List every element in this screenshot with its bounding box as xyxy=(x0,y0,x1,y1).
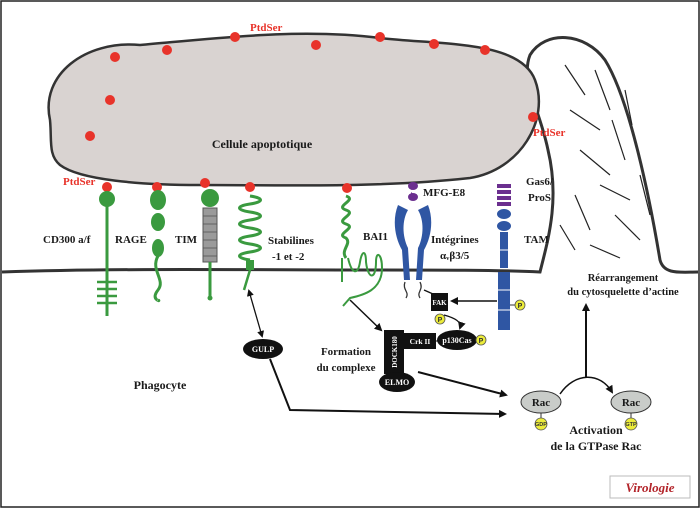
cd300-receptor xyxy=(97,191,117,316)
stabilines-receptor xyxy=(238,194,262,291)
ptdser-label-top: PtdSer xyxy=(250,22,283,34)
svg-text:P: P xyxy=(438,317,443,324)
gdp-label: GDP xyxy=(535,422,547,428)
p130cas-label: p130Cas xyxy=(442,336,471,345)
elmo-label: ELMO xyxy=(385,378,409,387)
dock180-box xyxy=(384,330,404,374)
fak-box xyxy=(431,293,448,311)
ptdser-dots xyxy=(85,32,538,193)
bai1-to-complex-arrow xyxy=(349,299,383,332)
dock180-label: DOCK180 xyxy=(391,336,399,368)
gas6-label-1: Gas6/ xyxy=(526,176,554,188)
complex-to-rac-arrow xyxy=(417,371,508,398)
actin-filaments xyxy=(559,64,651,259)
integrines-label-2: αᵥβ3/5 xyxy=(440,250,470,262)
crkii-box xyxy=(404,333,436,349)
phagocyte-label: Phagocyte xyxy=(134,378,187,392)
formation-label-1: Formation xyxy=(321,346,371,358)
gdp-badge xyxy=(534,417,548,431)
stabilines-label-1: Stabilines xyxy=(268,235,315,247)
stabilines-label-2: -1 et -2 xyxy=(272,251,305,263)
integrin-to-fak-line xyxy=(423,289,434,295)
rac-activation-arrow xyxy=(559,376,614,395)
gulp-ellipse xyxy=(243,339,283,359)
svg-text:P: P xyxy=(479,338,484,345)
elmo-ellipse xyxy=(379,372,415,392)
apoptotic-cell xyxy=(47,32,541,187)
tim-label: TIM xyxy=(175,234,198,246)
gulp-label: GULP xyxy=(252,345,274,354)
gas6-label-2: ProS xyxy=(528,192,551,204)
ptdser-label-right: PtdSer xyxy=(533,127,566,139)
mfge8-label: MFG-E8 xyxy=(423,187,466,199)
fak-to-p130cas-arrow xyxy=(443,314,466,330)
gtp-badge xyxy=(624,417,638,431)
fak-label: FAK xyxy=(432,299,447,307)
phagocyte-membrane xyxy=(1,36,699,274)
gtp-label: GTP xyxy=(625,422,637,428)
integrines-label-1: Intégrines xyxy=(431,234,479,246)
p130cas-phospho xyxy=(475,334,487,346)
bai1-label: BAI1 xyxy=(363,231,388,243)
crkii-label: Crk II xyxy=(410,337,431,346)
p130cas-ellipse xyxy=(437,330,477,350)
rearrangement-label-1: Réarrangement xyxy=(588,273,659,284)
rac-gdp-label: Rac xyxy=(532,397,550,409)
logo-text: Virologie xyxy=(625,480,674,495)
bai1-receptor xyxy=(341,194,384,307)
formation-label-2: du complexe xyxy=(317,362,376,374)
fak-phospho xyxy=(434,313,446,325)
tam-phospho: P xyxy=(518,303,523,310)
mfge8-integrin xyxy=(394,182,432,299)
apoptotic-cell-label: Cellule apoptotique xyxy=(212,137,313,151)
tim-receptor xyxy=(201,189,219,301)
ptdser-label-left: PtdSer xyxy=(63,176,96,188)
activation-label-1: Activation xyxy=(569,423,623,437)
rearrangement-label-2: du cytosquelette d’actine xyxy=(567,287,679,298)
activation-label-2: de la GTPase Rac xyxy=(551,439,643,453)
gas6-tam-receptor: P xyxy=(497,184,526,330)
rage-label: RAGE xyxy=(115,234,147,246)
rac-gtp-label: Rac xyxy=(622,397,640,409)
tam-label: TAM xyxy=(524,234,549,246)
stabilin-gulp-arrow xyxy=(247,289,264,338)
virologie-logo: Virologie xyxy=(609,475,691,499)
gulp-to-rac-arrow xyxy=(269,358,507,418)
cd300-label: CD300 a/f xyxy=(43,234,91,246)
rage-receptor xyxy=(150,190,166,303)
